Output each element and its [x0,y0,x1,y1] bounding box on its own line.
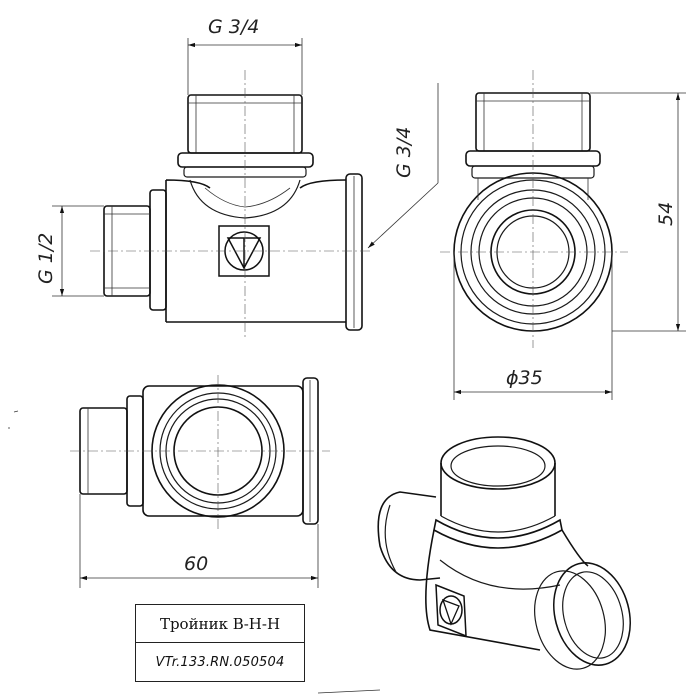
dimension-height: 54 [590,92,686,332]
title-block: Тройник В-Н-Н VTr.133.RN.050504 [135,604,305,682]
part-code: VTr.133.RN.050504 [155,654,285,670]
brand-logo-iso-icon [435,583,467,638]
branch-thread-label: G 1/2 [35,233,57,284]
top-thread-label: G 3/4 [208,16,259,38]
part-name: Тройник В-Н-Н [136,605,304,643]
top-view [70,375,330,530]
side-view [440,70,628,348]
diameter-label: ϕ35 [506,367,543,389]
front-view [90,70,370,340]
margin-marks [8,410,381,694]
dimension-side-thread: G 3/4 [367,83,439,249]
isometric-view [377,436,631,670]
height-label: 54 [655,202,677,226]
dimension-branch-thread: G 1/2 [35,205,104,297]
length-label: 60 [184,553,208,575]
side-thread-label: G 3/4 [393,127,415,178]
dimension-length: 60 [79,494,319,588]
dimension-diameter: ϕ35 [453,252,613,400]
dimension-top-thread: G 3/4 [187,16,303,95]
